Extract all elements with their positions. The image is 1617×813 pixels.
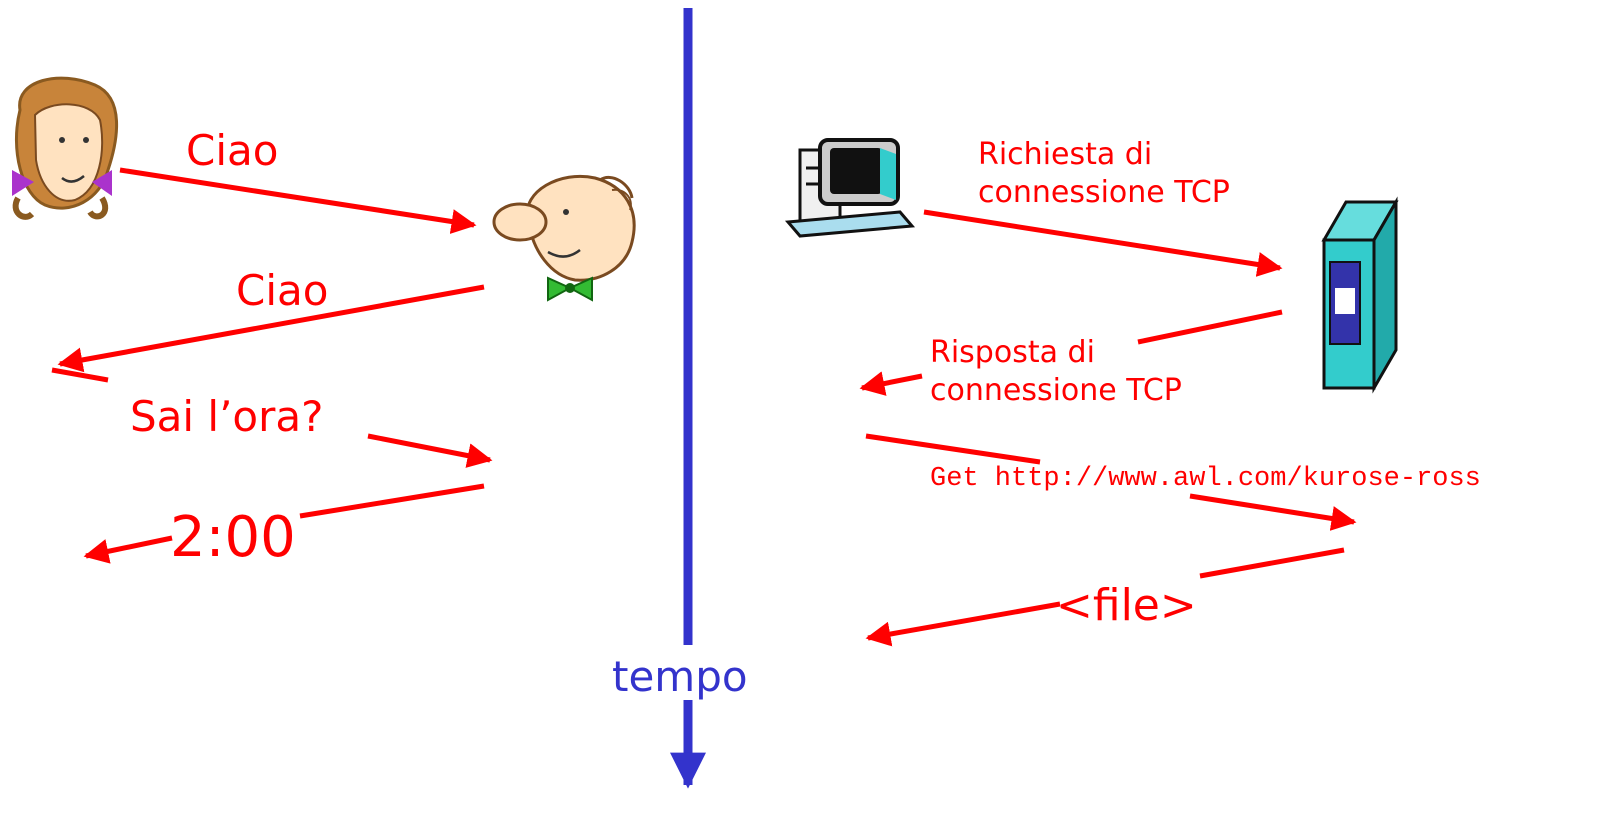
desktop-computer-icon	[784, 138, 916, 238]
label-tcp-request-line1: Richiesta di	[978, 137, 1153, 172]
label-tcp-request-line2: connessione TCP	[978, 174, 1230, 210]
arrow-reply-segment	[299, 483, 485, 519]
arrow-ciao-to-woman	[57, 284, 485, 373]
label-tcp-request: Richiesta di connessione TCP	[978, 136, 1230, 211]
arrow-tcp-response-bottom	[859, 371, 923, 396]
arrow-tick	[51, 367, 109, 383]
label-tcp-response: Risposta di connessione TCP	[930, 334, 1182, 409]
arrow-get-bottom	[1189, 493, 1357, 531]
arrow-tcp-request	[923, 209, 1283, 277]
msg-sai-ora: Sai l’ora?	[130, 392, 324, 441]
arrow-ciao-to-man	[119, 167, 477, 234]
woman-cartoon-icon	[12, 76, 119, 220]
msg-time-reply: 2:00	[170, 505, 296, 570]
arrow-time-to-woman	[83, 535, 173, 564]
label-tcp-response-line2: connessione TCP	[930, 372, 1182, 408]
time-axis-label: tempo	[612, 652, 748, 701]
man-cartoon-icon	[492, 174, 636, 302]
arrow-get-top	[865, 433, 1041, 465]
label-file-reply: <file>	[1056, 580, 1197, 631]
label-get-request: Get http://www.awl.com/kurose-ross	[930, 464, 1481, 494]
human-arrows	[51, 167, 493, 564]
server-icon	[1321, 196, 1399, 394]
arrow-tcp-response-top	[1137, 309, 1283, 345]
arrow-file-top	[1199, 547, 1345, 579]
msg-ciao-1: Ciao	[186, 126, 279, 175]
arrow-ora-to-man	[367, 433, 493, 468]
label-tcp-response-line1: Risposta di	[930, 335, 1095, 370]
msg-ciao-2: Ciao	[236, 266, 329, 315]
arrow-file-bottom	[865, 601, 1061, 647]
network-arrows	[859, 209, 1357, 647]
